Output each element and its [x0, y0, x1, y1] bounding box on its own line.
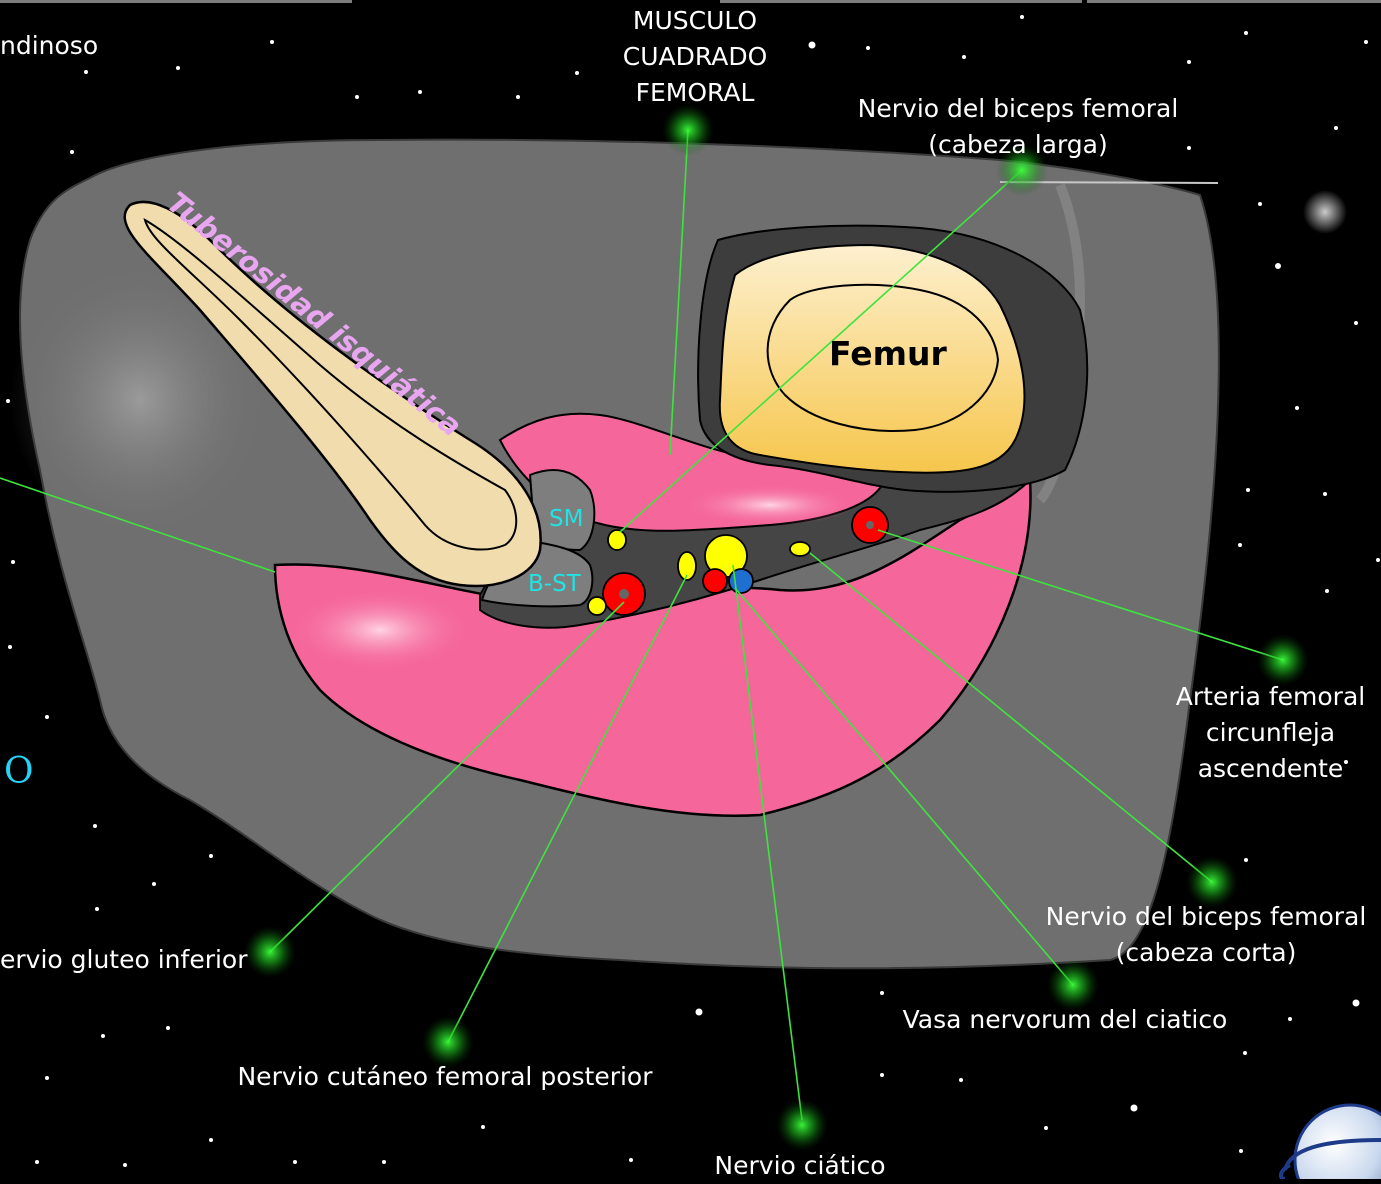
nerve-dot: [608, 530, 626, 550]
label-line: (cabeza corta): [1031, 935, 1381, 971]
label-line: Nervio del biceps femoral: [838, 91, 1198, 127]
bright-star: [1303, 190, 1347, 234]
label-line: MUSCULO: [595, 3, 795, 39]
label-musculo-cuadrado: MUSCULO CUADRADO FEMORAL: [595, 3, 795, 111]
muscle-highlight: [290, 590, 470, 670]
label-bst: B-ST: [528, 571, 581, 597]
nerve-dot: [790, 542, 810, 556]
label-cropped-tendinoso: ndinoso: [0, 28, 98, 64]
label-nervio-biceps-corta: Nervio del biceps femoral (cabeza corta): [1031, 899, 1381, 971]
label-line: Nervio del biceps femoral: [1031, 899, 1381, 935]
vasa-artery-dot: [703, 569, 727, 593]
label-line: (cabeza larga): [838, 127, 1198, 163]
label-nervio-biceps-larga: Nervio del biceps femoral (cabeza larga): [838, 91, 1198, 163]
label-femur: Femur: [829, 334, 947, 373]
label-arteria-circunfleja: Arteria femoral circunfleja ascendente: [1160, 679, 1381, 787]
nerve-dot: [588, 597, 606, 615]
planet-icon: [1281, 1105, 1381, 1179]
muscle-highlight: [685, 485, 855, 525]
label-vasa-nervorum: Vasa nervorum del ciatico: [880, 1002, 1250, 1038]
label-line: CUADRADO: [595, 39, 795, 75]
label-sm: SM: [549, 506, 583, 532]
label-cropped-o: O: [4, 752, 34, 792]
label-line: Arteria femoral: [1160, 679, 1381, 715]
label-line: FEMORAL: [595, 75, 795, 111]
label-nervio-cutaneo: Nervio cutáneo femoral posterior: [220, 1059, 670, 1095]
label-line: circunfleja: [1160, 715, 1381, 751]
label-line: ascendente: [1160, 751, 1381, 787]
label-nervio-gluteo-inferior: ervio gluteo inferior: [0, 942, 248, 978]
vasa-vein-dot: [729, 569, 753, 593]
